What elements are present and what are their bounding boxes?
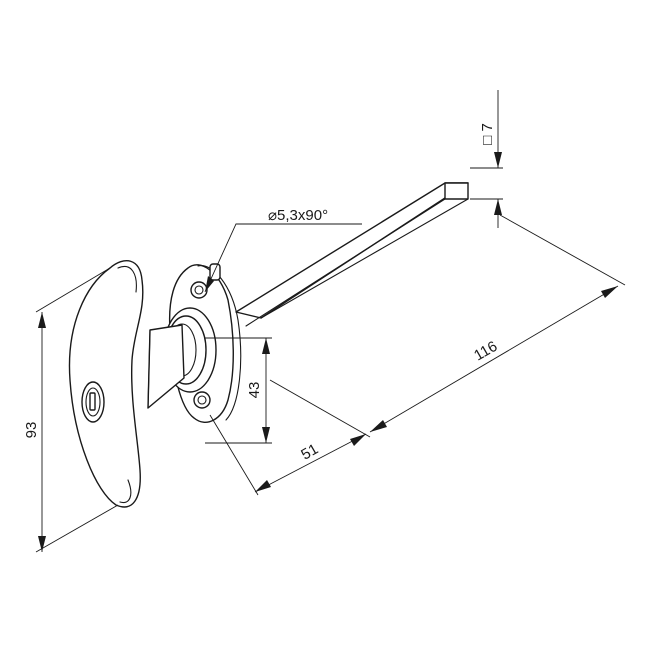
shaft-length-label: 116 (471, 338, 500, 365)
flange-hole-top (190, 281, 208, 299)
hole-label: ⌀5,3x90° (268, 207, 328, 224)
dimension-hole: ⌀5,3x90° (204, 207, 362, 293)
barrel (147, 324, 185, 409)
base-label: 51 (298, 441, 321, 464)
hole-spacing-label: 43 (246, 382, 263, 399)
dimension-hole-spacing: 43 (205, 337, 272, 444)
dimension-square-shaft: □ 7 (470, 90, 503, 228)
handle-height-label: 93 (23, 422, 40, 439)
square-shaft (235, 182, 469, 327)
square-shaft-label: □ 7 (479, 123, 496, 145)
key-slot-icon (89, 392, 96, 411)
flange-hole-bottom (193, 391, 211, 409)
dimension-handle-height: 93 (23, 267, 119, 553)
t-handle (68, 260, 144, 508)
dimension-shaft-length: 116 (269, 214, 626, 438)
dimension-base: 51 (209, 414, 367, 496)
